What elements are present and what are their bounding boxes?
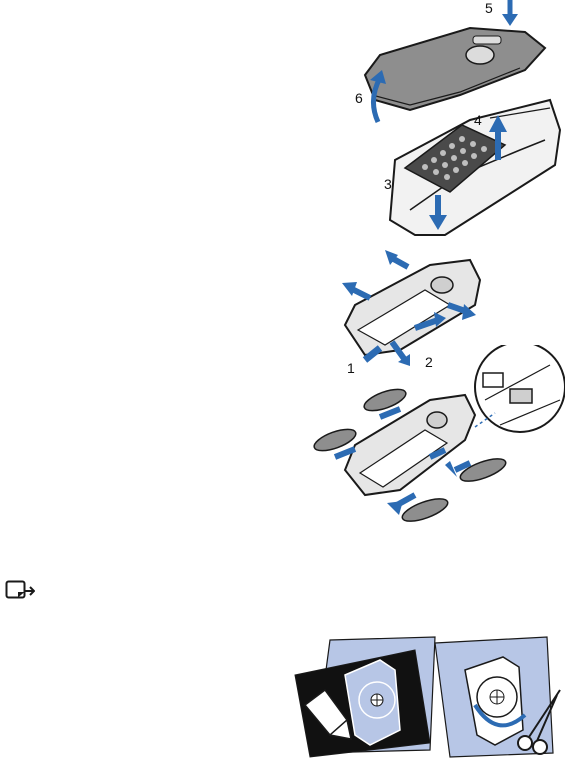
- figure-cover-removal: 5 6 4 3: [350, 0, 565, 250]
- step-label-4: 4: [474, 112, 482, 128]
- step-label-6: 6: [355, 90, 363, 106]
- note-icon-drawing: [5, 580, 35, 602]
- trace-cut-drawing: [285, 635, 565, 759]
- step-label-5: 5: [485, 0, 493, 16]
- step-label-3: 3: [384, 176, 392, 192]
- note-icon: [5, 580, 35, 602]
- figure-fit-grips: [305, 345, 565, 530]
- figure-trace-and-cut: [285, 635, 565, 759]
- fit-grips-drawing: [305, 345, 565, 530]
- cover-removal-drawing: [350, 0, 565, 250]
